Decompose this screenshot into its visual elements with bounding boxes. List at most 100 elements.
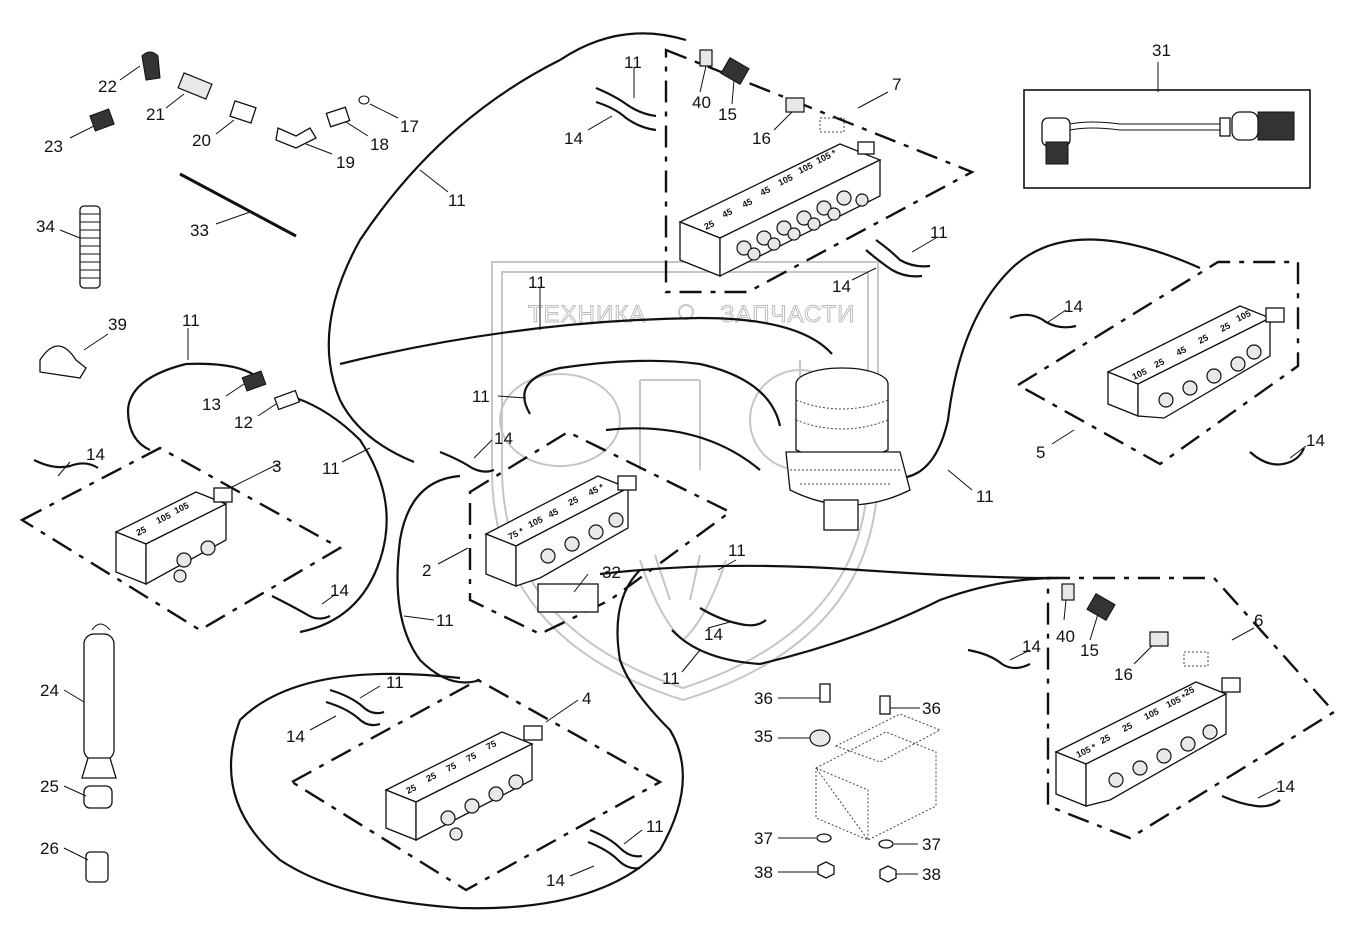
callout-14: 14 (1064, 297, 1083, 316)
callout-23: 23 (44, 137, 63, 156)
callout-11: 11 (646, 817, 664, 836)
svg-text:25: 25 (1218, 320, 1231, 333)
svg-text:75: 75 (444, 760, 457, 773)
seal-ring-17 (358, 95, 370, 105)
svg-text:25: 25 (702, 218, 715, 231)
callout-11: 11 (182, 311, 200, 330)
grease-gun-24 (83, 633, 115, 761)
callout-36: 36 (754, 689, 773, 708)
callout-12: 12 (234, 413, 253, 432)
callout-37: 37 (754, 829, 773, 848)
grease-nipple-15 (1086, 593, 1116, 621)
callout-14: 14 (832, 277, 851, 296)
washer-37 (816, 833, 832, 843)
hoses (126, 32, 1201, 910)
svg-text:25: 25 (1196, 332, 1209, 345)
svg-text:45: 45 (1174, 344, 1187, 357)
callout-16: 16 (1114, 665, 1133, 684)
assembly-outline-6 (1046, 576, 1336, 840)
callout-14: 14 (494, 429, 513, 448)
callout-17: 17 (400, 117, 419, 136)
callout-40: 40 (692, 93, 711, 112)
svg-text:25: 25 (566, 494, 579, 507)
callout-11: 11 (436, 611, 454, 630)
callout-34: 34 (36, 217, 55, 236)
distributor-block-2: 75 * 105 45 25 45 * (484, 475, 637, 613)
fitting-16 (785, 97, 805, 113)
watermark-shield: ТЕХНИКА ЗАПЧАСТИ (491, 261, 879, 702)
callout-11: 11 (322, 459, 340, 478)
callout-11: 11 (624, 53, 642, 72)
callout-16: 16 (752, 129, 771, 148)
grease-nipple-23 (89, 108, 115, 132)
assembly-outline-5 (1015, 260, 1300, 466)
svg-text:25: 25 (134, 524, 147, 537)
callout-14: 14 (564, 129, 583, 148)
callout-15: 15 (1080, 641, 1099, 660)
lubrication-pump (785, 367, 911, 531)
callout-21: 21 (146, 105, 165, 124)
spring-34 (79, 205, 101, 289)
callout-38: 38 (922, 865, 941, 884)
callout-14: 14 (1306, 431, 1325, 450)
callout-2: 2 (422, 561, 431, 580)
callout-14: 14 (1022, 637, 1041, 656)
callout-6: 6 (1254, 611, 1263, 630)
distributor-block-6: 105 * 25 25 105 105 * 25 (1054, 583, 1241, 807)
callout-40: 40 (1056, 627, 1075, 646)
nut-38 (879, 865, 897, 883)
callout-5: 5 (1036, 443, 1045, 462)
callout-38: 38 (754, 863, 773, 882)
fitting-22 (141, 51, 161, 81)
callout-26: 26 (40, 839, 59, 858)
coupler-25 (83, 785, 113, 809)
svg-text:45: 45 (720, 206, 733, 219)
assembly-outline-2 (468, 430, 733, 636)
fitting-40 (1061, 583, 1075, 601)
gear-icon (678, 304, 694, 320)
callout-7: 7 (892, 75, 901, 94)
washer-37 (878, 839, 894, 849)
fitting-40 (699, 49, 713, 67)
cable-tie-33 (179, 172, 297, 238)
svg-text:75: 75 (464, 750, 477, 763)
assembly-outline-31 (1023, 89, 1311, 189)
assembly-outline-3 (19, 446, 343, 632)
fitting-16 (1149, 631, 1169, 647)
hose-cut-marks (33, 86, 1306, 870)
callout-25: 25 (40, 777, 59, 796)
callout-13: 13 (202, 395, 221, 414)
callout-14: 14 (704, 625, 723, 644)
svg-text:25: 25 (424, 770, 437, 783)
grease-nipple-15 (720, 57, 750, 85)
callout-18: 18 (370, 135, 389, 154)
bolt-36 (819, 683, 831, 703)
bolt-36 (879, 695, 891, 715)
callout-11: 11 (930, 223, 948, 242)
callout-15: 15 (718, 105, 737, 124)
svg-text:25: 25 (1182, 684, 1195, 697)
nut-20 (229, 100, 257, 124)
fitting-18 (325, 106, 351, 128)
leader-lines (57, 62, 1307, 877)
svg-text:25: 25 (1152, 356, 1165, 369)
fitting-12 (273, 389, 301, 411)
callout-11: 11 (728, 541, 746, 560)
svg-text:25: 25 (404, 782, 417, 795)
callout-11: 11 (386, 673, 404, 692)
callout-14: 14 (546, 871, 565, 890)
sensor-32 (537, 583, 599, 613)
sensor-cable-31 (1041, 111, 1295, 165)
callout-14: 14 (86, 445, 105, 464)
distributor-block-4: 25 25 75 75 75 (384, 725, 543, 842)
svg-text:45: 45 (740, 196, 753, 209)
mounting-bracket (809, 683, 942, 883)
distributor-block-7: 25 45 45 45 105 105 105 * (678, 49, 882, 278)
callout-32: 32 (602, 563, 621, 582)
svg-text:25: 25 (1098, 732, 1111, 745)
callout-20: 20 (192, 131, 211, 150)
clamp-35 (809, 729, 831, 747)
callout-11: 11 (448, 191, 466, 210)
callout-3: 3 (272, 457, 281, 476)
